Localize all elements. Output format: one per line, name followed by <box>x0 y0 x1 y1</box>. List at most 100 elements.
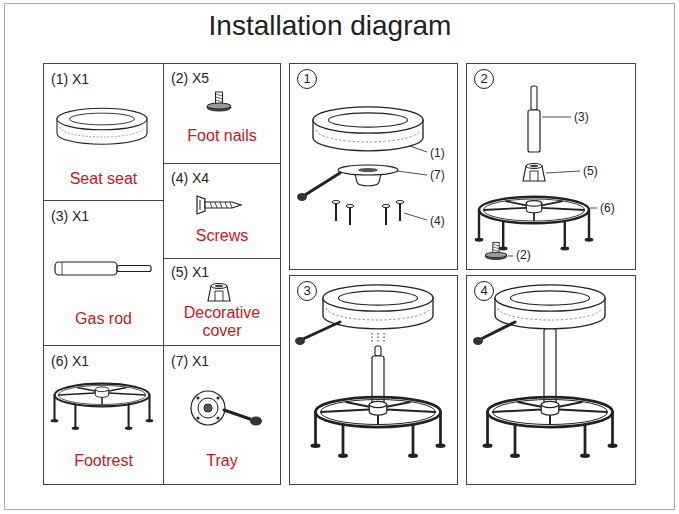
part-quantity: (7) X1 <box>171 353 273 370</box>
tray <box>197 417 200 420</box>
screw <box>197 196 241 214</box>
screws <box>349 207 351 225</box>
tray <box>197 397 200 400</box>
lever <box>295 337 305 345</box>
part-name: Foot nails <box>170 127 274 145</box>
screw <box>197 196 205 214</box>
part-quantity: (3) X1 <box>51 208 156 225</box>
part-name: Footrest <box>50 452 157 470</box>
part-name: Seat seat <box>50 170 157 188</box>
part-quantity: (4) X4 <box>171 170 273 187</box>
leader-line <box>410 146 427 152</box>
leader-line <box>508 117 597 256</box>
step-number: 4 <box>474 281 494 301</box>
callout-number: (7) <box>430 168 445 182</box>
step-number: 2 <box>474 69 494 89</box>
tray <box>297 193 307 201</box>
decorative-cover <box>523 164 545 182</box>
tray <box>217 417 220 420</box>
tray <box>191 391 262 426</box>
decorative-cover <box>208 284 230 302</box>
gas-rod <box>55 262 151 275</box>
tray <box>338 165 398 175</box>
callout-number: (6) <box>600 201 615 215</box>
part-quantity: (5) X1 <box>171 264 273 281</box>
step-panel: 4 <box>466 275 636 485</box>
step-number: 3 <box>297 281 317 301</box>
lever <box>473 337 483 345</box>
tray <box>358 168 378 172</box>
foot-nail <box>207 92 231 111</box>
part-cell: (3) X1 Gas rod <box>43 200 164 346</box>
screws <box>399 203 401 221</box>
part-cell: (7) X1 Tray <box>163 345 281 485</box>
lever <box>295 322 340 345</box>
screw <box>205 202 241 208</box>
leader-line <box>590 208 597 209</box>
part-quantity: (2) X5 <box>171 70 273 87</box>
callout-number: (4) <box>430 214 445 228</box>
tray <box>204 404 212 412</box>
gas-rod <box>528 110 540 152</box>
tray <box>250 417 262 426</box>
leader-line <box>397 171 427 175</box>
step-panel: 1 <box>289 63 458 270</box>
lever <box>481 322 515 339</box>
part-cell: (4) X4 Screws <box>163 163 281 259</box>
leader-line <box>397 146 427 220</box>
callout-number: (3) <box>574 110 589 124</box>
gas-rod <box>55 262 117 275</box>
gas-rod <box>372 346 384 404</box>
part-cell: (5) X1 Decorative cover <box>163 258 281 346</box>
screw <box>210 202 232 208</box>
lever <box>303 322 340 339</box>
part-quantity: (6) X1 <box>51 353 156 370</box>
tray <box>224 410 250 419</box>
part-cell: (6) X1 Footrest <box>43 345 164 485</box>
footrest <box>311 397 446 458</box>
gas-rod <box>375 346 381 356</box>
foot-nail <box>485 242 507 259</box>
part-name: Tray <box>170 452 274 470</box>
leader-line <box>404 213 427 220</box>
seat-cushion <box>313 107 423 151</box>
tray <box>297 165 398 201</box>
tray <box>217 397 220 400</box>
seat-cushion <box>57 108 147 144</box>
footrest <box>483 397 618 458</box>
diagram-title: Installation diagram <box>30 9 630 43</box>
lever <box>473 322 515 345</box>
screws <box>335 203 337 221</box>
callout-number: (5) <box>583 164 598 178</box>
part-cell: (2) X5 Foot nails <box>163 63 281 164</box>
callout-number: (1) <box>430 146 445 160</box>
gas-rod <box>117 266 151 272</box>
dotted-guide <box>372 333 384 343</box>
part-quantity: (1) X1 <box>51 71 156 88</box>
tray <box>191 391 225 425</box>
leader-line <box>508 256 513 257</box>
outer-frame <box>5 4 675 510</box>
footrest <box>51 384 154 430</box>
callout-number: (2) <box>516 248 531 262</box>
part-cell: (1) X1 Seat seat <box>43 63 164 201</box>
screw <box>200 200 201 210</box>
step-panel: 3 <box>289 275 458 485</box>
part-name: Screws <box>170 227 274 245</box>
part-name: Gas rod <box>50 310 157 328</box>
gas-rod <box>62 262 63 275</box>
part-name: Decorative cover <box>170 304 274 339</box>
leader-line <box>542 117 571 118</box>
gas-rod <box>531 86 537 110</box>
screws <box>332 201 404 226</box>
step-number: 1 <box>297 69 317 89</box>
step-panel: 2 <box>466 63 636 270</box>
screws <box>385 207 387 225</box>
gas-rod <box>528 86 540 152</box>
tray <box>305 173 340 195</box>
gas-rod <box>544 329 556 404</box>
tray <box>198 398 218 418</box>
leader-line <box>546 171 580 173</box>
